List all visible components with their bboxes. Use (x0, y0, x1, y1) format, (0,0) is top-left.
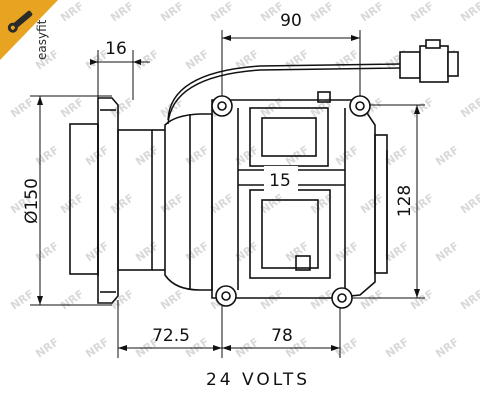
watermark-text: NRF (58, 95, 86, 120)
watermark-text: NRF (383, 335, 411, 360)
watermark-text: NRF (183, 239, 211, 264)
watermark-text: NRF (8, 95, 36, 120)
watermark-text: NRF (8, 287, 36, 312)
watermark-text: NRF (108, 287, 136, 312)
easyfit-label: easyfit (35, 19, 49, 60)
easyfit-badge: easyfit (0, 0, 58, 60)
watermark-text: NRF (58, 191, 86, 216)
watermark-text: NRF (408, 95, 436, 120)
watermark-text: NRF (358, 287, 386, 312)
watermark-text: NRF (433, 239, 461, 264)
watermark-text: NRF (33, 143, 61, 168)
watermark-text: NRF (433, 335, 461, 360)
watermark-text: NRF (133, 47, 161, 72)
watermark-text: NRF (33, 239, 61, 264)
watermark-text: NRF (208, 0, 236, 24)
watermark-text: NRF (458, 95, 480, 120)
pulley (97, 97, 119, 304)
watermark-text: NRF (133, 143, 161, 168)
watermark-text: NRF (333, 239, 361, 264)
watermark-text: NRF (108, 0, 136, 24)
electrical-connector (399, 39, 459, 83)
watermark-text: NRF (258, 287, 286, 312)
watermark-text: NRF (83, 335, 111, 360)
watermark-text: NRF (108, 191, 136, 216)
watermark-text: NRF (33, 335, 61, 360)
watermark-text: NRF (458, 287, 480, 312)
watermark-text: NRF (308, 191, 336, 216)
watermark-text: NRF (133, 239, 161, 264)
dimension-lines (30, 30, 425, 358)
watermark-text: NRF (458, 0, 480, 24)
watermark-text: NRF (408, 287, 436, 312)
watermark-text: NRF (358, 0, 386, 24)
watermark-text: NRF (158, 287, 186, 312)
watermark-text: NRF (158, 0, 186, 24)
watermark-text: NRF (358, 191, 386, 216)
dim-height: 128 (395, 185, 415, 217)
electrical-cable (167, 63, 401, 125)
dim-pulley-width: 16 (105, 39, 127, 59)
watermark-text: NRF (58, 287, 86, 312)
watermark-text: NRF (58, 0, 86, 24)
part-label-number: 15 (269, 171, 291, 191)
watermark-text: NRF (308, 0, 336, 24)
dim-top-width: 90 (280, 11, 302, 31)
dim-bottom-right: 78 (271, 326, 293, 346)
watermark-text: NRF (158, 191, 186, 216)
badge-corner (0, 0, 58, 60)
watermark-text: NRF (333, 143, 361, 168)
dim-diameter: Ø150 (22, 178, 42, 224)
wrench-icon (7, 10, 33, 33)
watermark-text: NRF (408, 0, 436, 24)
watermark-text: NRF (283, 239, 311, 264)
dim-bottom-left: 72.5 (152, 326, 190, 346)
watermark-text: NRF (433, 143, 461, 168)
watermark-text: NRF (183, 143, 211, 168)
voltage-label: 24 VOLTS (206, 370, 310, 390)
watermark-text: NRF (458, 191, 480, 216)
dimension-arrows (37, 35, 420, 351)
mounting-lugs (211, 95, 371, 309)
watermark-text: NRF (183, 47, 211, 72)
